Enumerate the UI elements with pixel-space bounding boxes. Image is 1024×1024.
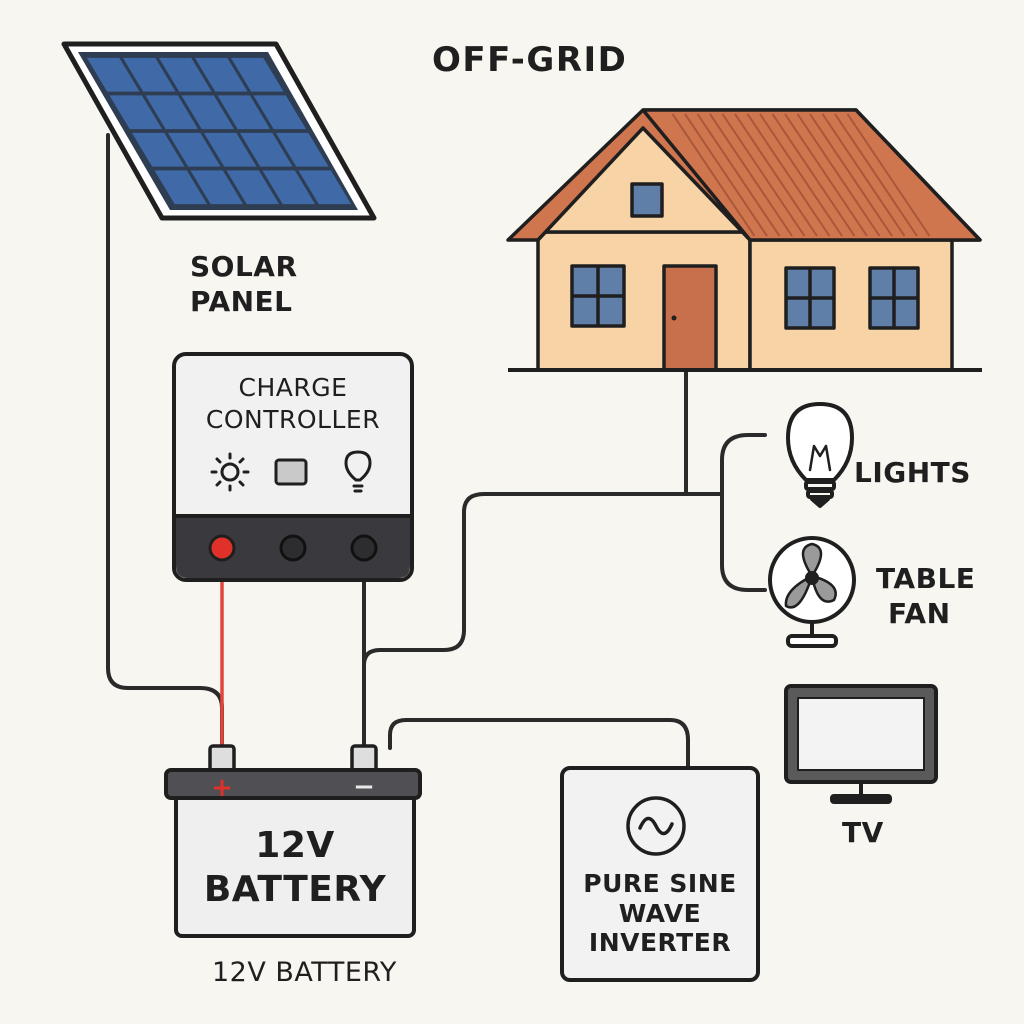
solar-panel-label-line1: SOLAR: [190, 250, 298, 283]
house-roof-main: [641, 108, 982, 242]
battery-caption: 12V BATTERY: [212, 957, 397, 988]
tv-icon: [784, 684, 938, 804]
door-knob: [671, 315, 677, 321]
window-left: [570, 264, 626, 328]
fan-icon: [768, 536, 856, 648]
inverter-label: PURE SINE WAVE INVERTER: [562, 870, 758, 957]
inverter-label-line1: PURE SINE: [583, 869, 737, 898]
panel-cell: [167, 132, 221, 167]
roof-line: [821, 113, 906, 237]
panel-cell: [262, 170, 316, 205]
panel-cell: [131, 132, 185, 167]
roof-line: [721, 113, 806, 237]
table-fan-label: TABLE FAN: [876, 562, 976, 630]
wire-loads-branch: [720, 433, 767, 592]
battery: + −: [164, 744, 422, 938]
solar-panel: [61, 41, 377, 221]
inverter-label-line3: INVERTER: [588, 928, 732, 957]
roof-line: [696, 113, 781, 237]
house-icon: [506, 108, 982, 372]
terminal-middle: [279, 534, 307, 562]
panel-cell: [239, 132, 293, 167]
panel-cell: [86, 57, 140, 92]
battery-label-line2: BATTERY: [203, 868, 387, 910]
battery-label-line1: 12V: [255, 825, 335, 866]
solar-panel-label: SOLAR PANEL: [190, 250, 298, 318]
roof-line: [709, 113, 793, 237]
roof-line: [746, 113, 831, 237]
panel-cells: [86, 57, 352, 205]
tv-label: TV: [842, 816, 884, 849]
panel-cell: [230, 57, 284, 92]
house-left-wall: [536, 230, 752, 372]
panel-cell: [226, 170, 280, 205]
roof-line: [771, 113, 856, 237]
charge-controller: [172, 352, 414, 582]
panel-cell: [109, 95, 163, 130]
roof-lines: [671, 113, 931, 237]
panel-cell: [217, 95, 271, 130]
roof-line: [809, 113, 893, 237]
panel-cell: [203, 132, 257, 167]
panel-cell: [181, 95, 235, 130]
roof-line: [671, 113, 756, 237]
inverter-label-line2: WAVE: [618, 898, 702, 928]
roof-line: [759, 113, 843, 237]
table-fan-label-line1: TABLE: [876, 562, 976, 595]
roof-line: [784, 113, 868, 237]
battery-label: 12V BATTERY: [176, 826, 414, 909]
house-right-wall: [748, 236, 954, 372]
panel-cell: [122, 57, 176, 92]
inverter: [560, 766, 760, 982]
bulb-icon: [344, 450, 372, 493]
roof-line: [796, 113, 881, 237]
battery-positive-symbol: +: [211, 773, 233, 803]
panel-cell: [154, 170, 208, 205]
terminal-right: [350, 534, 378, 562]
wire-battery-to-inverter: [388, 718, 690, 770]
panel-cell: [190, 170, 244, 205]
panel-cell: [158, 57, 212, 92]
panel-cell: [275, 132, 329, 167]
panel-cell: [298, 170, 352, 205]
light-bulb-icon: [786, 402, 854, 508]
terminal-red: [208, 534, 236, 562]
diagram-title: OFF-GRID: [432, 40, 628, 80]
roof-line: [846, 113, 931, 237]
wire-battery-to-house: [362, 492, 724, 667]
table-fan-label-line2: FAN: [888, 596, 951, 630]
sine-wave-icon: [626, 796, 686, 856]
solar-panel-label-line2: PANEL: [190, 284, 293, 318]
window-right: [868, 266, 920, 330]
lights-label: LIGHTS: [854, 456, 971, 489]
panel-cell: [253, 95, 307, 130]
charge-controller-label-line1: CHARGE: [238, 373, 348, 402]
roof-line: [834, 113, 918, 237]
display-icon: [274, 458, 308, 486]
roof-line: [684, 113, 768, 237]
roof-line: [734, 113, 818, 237]
charge-controller-label-line2: CONTROLLER: [205, 404, 381, 434]
window-attic: [630, 182, 664, 218]
panel-cell: [145, 95, 199, 130]
charge-controller-label: CHARGE CONTROLLER: [174, 374, 412, 433]
window-middle: [784, 266, 836, 330]
panel-cell: [194, 57, 248, 92]
battery-negative-symbol: −: [353, 772, 375, 802]
sun-icon: [210, 452, 250, 492]
